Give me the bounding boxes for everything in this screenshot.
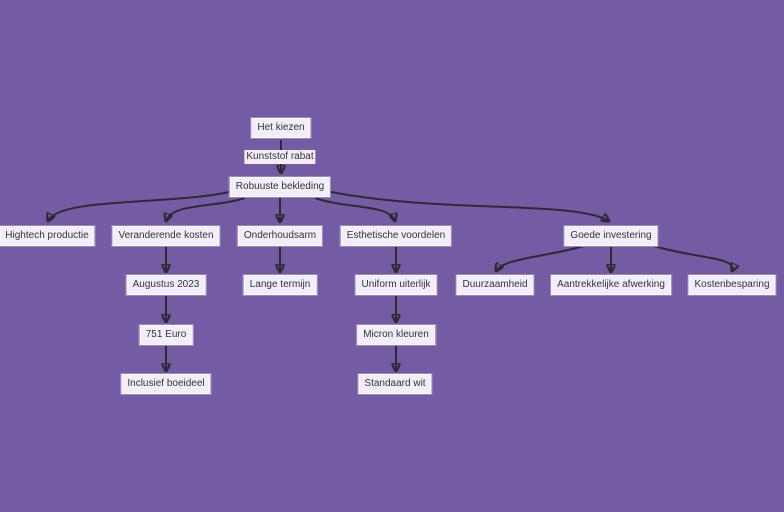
node-aantrekkelijke-afwerking: Aantrekkelijke afwerking: [550, 274, 672, 296]
node-uniform-uiterlijk: Uniform uiterlijk: [354, 274, 438, 296]
edge-robuuste-bekleding-goede-investering: [325, 190, 609, 221]
edge-goede-investering-kostenbesparing: [649, 244, 733, 271]
node-het-kiezen: Het kiezen: [250, 117, 312, 139]
edge-robuuste-bekleding-esthetische-voordelen: [314, 197, 395, 221]
node-duurzaamheid: Duurzaamheid: [455, 274, 535, 296]
node-kostenbesparing: Kostenbesparing: [687, 274, 777, 296]
node-robuuste-bekleding: Robuuste bekleding: [228, 176, 332, 198]
edge-robuuste-bekleding-veranderende-kosten: [166, 197, 246, 221]
node-hightech-productie: Hightech productie: [0, 225, 96, 247]
node-augustus-2023: Augustus 2023: [125, 274, 207, 296]
node-standaard-wit: Standaard wit: [357, 373, 433, 395]
node-micron-kleuren: Micron kleuren: [356, 324, 436, 346]
edge-robuuste-bekleding-hightech-productie: [48, 189, 238, 221]
node-onderhoudsarm: Onderhoudsarm: [236, 225, 324, 247]
node-goede-investering: Goede investering: [563, 225, 659, 247]
node-inclusief-boeideel: Inclusief boeideel: [120, 373, 212, 395]
node-lange-termijn: Lange termijn: [242, 274, 318, 296]
node-veranderende-kosten: Veranderende kosten: [111, 225, 221, 247]
node-751-euro: 751 Euro: [138, 324, 194, 346]
edge-goede-investering-duurzaamheid: [496, 245, 585, 271]
edge-label-kunststof-rabat: Kunststof rabat: [244, 150, 316, 164]
node-esthetische-voordelen: Esthetische voordelen: [339, 225, 453, 247]
